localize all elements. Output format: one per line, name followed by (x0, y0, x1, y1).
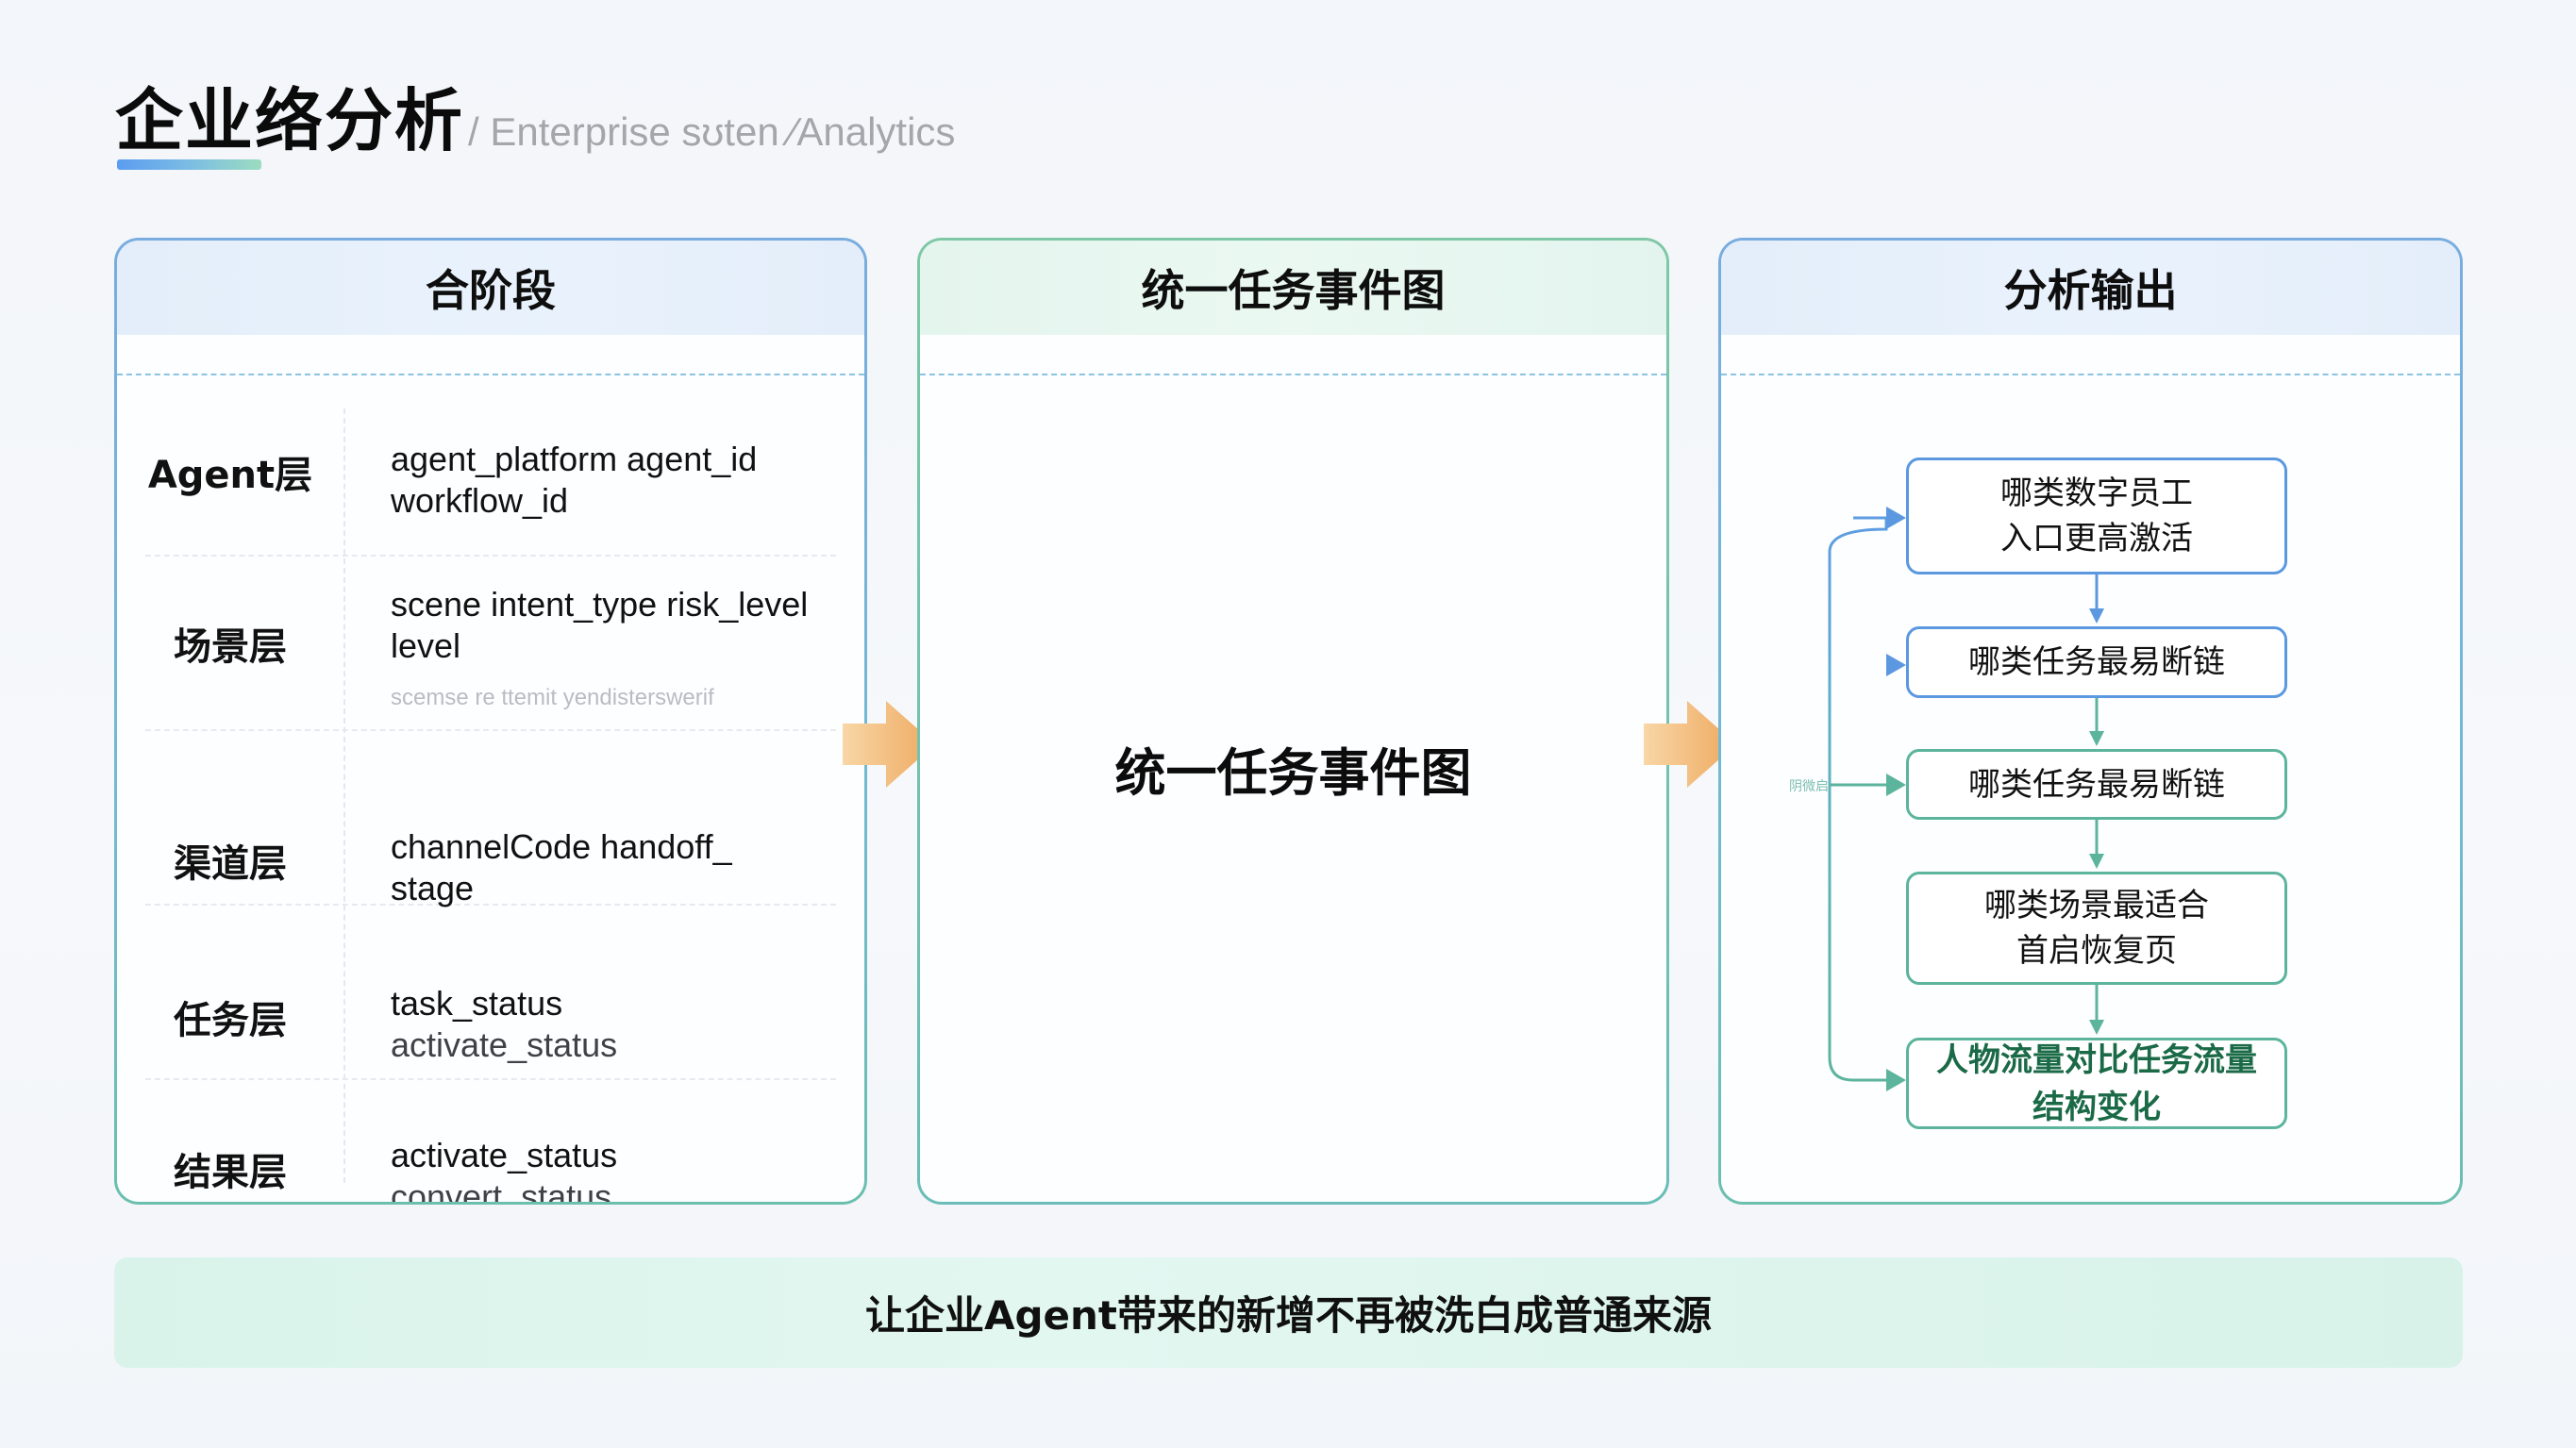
conclusion-banner: 让企业Agent带来的新增不再被洗白成普通来源 (114, 1257, 2463, 1368)
header-divider (920, 374, 1666, 375)
panel-header: 分析输出 (1721, 241, 2460, 335)
layer-fields: task_status activate_status (391, 983, 836, 1066)
arrowhead-icon (1886, 654, 1906, 676)
event-graph-label: 统一任务事件图 (1114, 743, 1472, 803)
header-divider (1721, 374, 2460, 375)
output-box-highlight: 人物流量对比任务流量 结构变化 (1906, 1038, 2287, 1129)
layer-fields: scene intent_type risk_level level scems… (391, 584, 836, 712)
title-underline-accent (117, 159, 261, 170)
arrowhead-icon (1886, 774, 1906, 796)
row-divider (145, 555, 836, 557)
flow-arrow-icon (843, 701, 935, 788)
page-subtitle: / Enterprise sʊten ⁄Analytics (468, 109, 956, 154)
layer-label: 渠道层 (174, 842, 287, 886)
arrowhead-icon (2089, 854, 2104, 869)
output-box-line: 哪类数字员工 (2000, 474, 2193, 512)
panel-header: 合阶段 (117, 241, 864, 335)
output-box: 哪类场景最适合 首启恢复页 (1906, 872, 2287, 985)
field-line: task_status (391, 984, 563, 1023)
output-box-line: 结构变化 (2032, 1088, 2161, 1126)
banner-text: 让企业Agent带来的新增不再被洗白成普通来源 (864, 1292, 1713, 1339)
row-divider (145, 904, 836, 906)
field-line: workflow_id (391, 481, 569, 520)
row-divider (145, 729, 836, 731)
panel-title: 合阶段 (426, 265, 556, 316)
panel-title: 分析输出 (2003, 265, 2178, 316)
field-line: activate_status (391, 1136, 618, 1174)
panel-analysis-output: 分析输出 阴微启 哪类数字员工 入口更高激活 哪类任 (1718, 238, 2463, 1205)
row-divider (145, 1078, 836, 1080)
layer-row-scene: 场景层 scene intent_type risk_level level s… (145, 561, 836, 726)
loop-line (1828, 518, 1888, 1082)
panel-title: 统一任务事件图 (1141, 265, 1446, 316)
layer-label: Agent层 (147, 454, 313, 497)
layer-label: 任务层 (174, 999, 287, 1042)
output-box: 哪类任务最易断链 (1906, 626, 2287, 698)
field-line: agent_platform agent_id (391, 440, 758, 478)
field-line-muted: activate_status (391, 1025, 618, 1064)
header-divider (117, 374, 864, 375)
output-box: 哪类数字员工 入口更高激活 (1906, 458, 2287, 574)
output-box-line: 哪类任务最易断链 (1968, 765, 2225, 804)
layer-fields: channelCode handoff_ stage (391, 826, 836, 909)
loop-label: 阴微启 (1789, 779, 1829, 794)
output-box-line: 哪类场景最适合 (1984, 887, 2209, 924)
field-ghost-text: scemse re ttemit yendisterswerif (391, 685, 714, 710)
output-box-line: 入口更高激活 (2000, 520, 2193, 558)
field-line: scene intent_type risk_level (391, 585, 809, 624)
field-line: stage (391, 869, 475, 907)
output-box-line: 哪类任务最易断链 (1968, 643, 2225, 681)
arrowhead-icon (1886, 507, 1906, 529)
arrowhead-icon (1886, 1069, 1906, 1091)
layer-row-task: 任务层 task_status activate_status (145, 910, 836, 1075)
column-divider (343, 408, 345, 1183)
arrowhead-icon (2089, 1020, 2104, 1035)
field-line: channelCode handoff_ (391, 827, 732, 866)
panel-unified-event-graph: 统一任务事件图 统一任务事件图 (917, 238, 1669, 1205)
output-box: 哪类任务最易断链 (1906, 749, 2287, 820)
field-line-muted: convert_status (391, 1177, 612, 1205)
arrowhead-icon (2089, 731, 2104, 746)
output-box-line: 首启恢复页 (2016, 932, 2177, 970)
flow-arrow-icon (1644, 701, 1736, 788)
layer-fields: agent_platform agent_id workflow_id (391, 439, 836, 522)
layer-label: 结果层 (174, 1151, 287, 1194)
field-line: level (391, 626, 461, 665)
output-box-line: 人物流量对比任务流量 (1936, 1040, 2257, 1079)
layer-fields: activate_status convert_status (391, 1135, 836, 1205)
panel-header: 统一任务事件图 (920, 241, 1666, 335)
layer-row-agent: Agent层 agent_platform agent_id workflow_… (145, 429, 836, 552)
arrowhead-icon (2089, 608, 2104, 624)
page-title: 企业络分析 (115, 81, 465, 160)
layer-row-result: 结果层 activate_status convert_status (145, 1085, 836, 1205)
layer-row-channel: 渠道层 channelCode handoff_ stage (145, 736, 836, 907)
panel-data-layers: 合阶段 Agent层 agent_platform agent_id workf… (114, 238, 867, 1205)
layer-label: 场景层 (174, 625, 287, 669)
